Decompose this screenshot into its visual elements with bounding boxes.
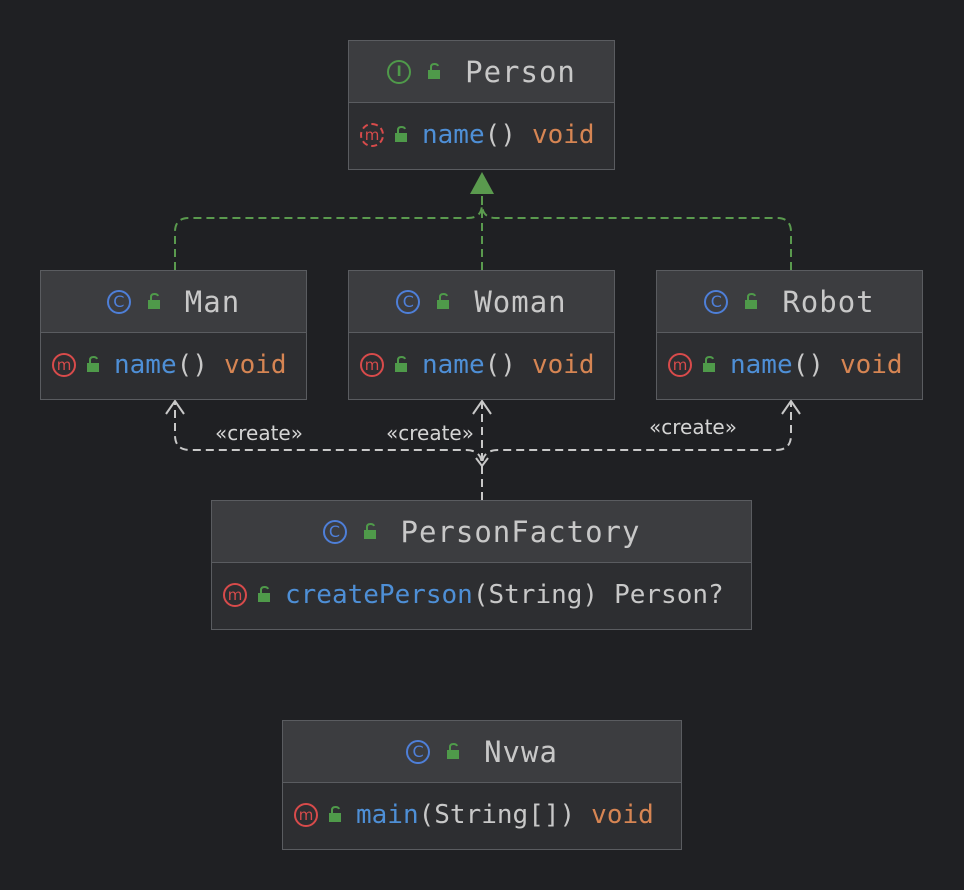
- class-icon: C: [704, 289, 729, 314]
- node-person-method-row[interactable]: m name() void: [349, 103, 614, 167]
- class-icon: C: [106, 289, 131, 314]
- node-nvwa-method-row[interactable]: m main(String[]) void: [283, 783, 681, 847]
- node-person-header: I Person: [349, 41, 614, 103]
- method-return-type: void: [839, 350, 903, 380]
- create-arrowhead-robot: [781, 399, 801, 415]
- node-personfactory-method-row[interactable]: m createPerson(String) Person?: [212, 563, 751, 627]
- method-params: (String[]): [418, 800, 576, 830]
- method-icon: m: [668, 353, 692, 377]
- method-return-type: void: [591, 800, 654, 830]
- method-icon: m: [360, 353, 384, 377]
- public-lock-icon: [444, 742, 464, 762]
- node-man[interactable]: C Man m name() void: [40, 270, 307, 400]
- realization-edge-man: [174, 196, 483, 270]
- public-lock-icon: [700, 355, 720, 375]
- method-name: name: [730, 350, 793, 380]
- abstract-method-icon: m: [360, 123, 384, 147]
- public-lock-icon: [145, 292, 165, 312]
- node-robot-method-row[interactable]: m name() void: [657, 333, 922, 397]
- method-return-type: void: [531, 350, 595, 380]
- node-woman-title: Woman: [474, 284, 567, 319]
- method-params: (): [484, 350, 516, 380]
- public-lock-icon: [742, 292, 762, 312]
- class-icon: C: [396, 289, 421, 314]
- node-robot-title: Robot: [782, 284, 875, 319]
- interface-icon: I: [387, 59, 412, 84]
- node-nvwa-header: C Nvwa: [283, 721, 681, 783]
- node-person-title: Person: [465, 54, 576, 89]
- node-woman-method-row[interactable]: m name() void: [349, 333, 614, 397]
- public-lock-icon: [392, 355, 412, 375]
- method-return-type: void: [531, 120, 595, 150]
- node-nvwa-title: Nvwa: [484, 734, 558, 769]
- public-lock-icon: [84, 355, 104, 375]
- create-edge-man: [174, 402, 483, 500]
- method-name: main: [356, 800, 419, 830]
- method-return-type: void: [223, 350, 287, 380]
- public-lock-icon: [255, 585, 275, 605]
- node-woman-header: C Woman: [349, 271, 614, 333]
- node-personfactory-header: C PersonFactory: [212, 501, 751, 563]
- class-icon: C: [322, 519, 347, 544]
- create-junction-arrow: [475, 457, 489, 468]
- node-robot-header: C Robot: [657, 271, 922, 333]
- public-lock-icon: [434, 292, 454, 312]
- method-icon: m: [52, 353, 76, 377]
- realization-arrowhead: [470, 172, 494, 194]
- method-name: name: [422, 120, 485, 150]
- node-robot[interactable]: C Robot m name() void: [656, 270, 923, 400]
- node-personfactory-title: PersonFactory: [400, 514, 641, 549]
- public-lock-icon: [361, 522, 381, 542]
- node-man-header: C Man: [41, 271, 306, 333]
- method-name: name: [114, 350, 177, 380]
- public-lock-icon: [392, 125, 412, 145]
- method-name: name: [422, 350, 485, 380]
- node-personfactory[interactable]: C PersonFactory m createPerson(String) Pe…: [211, 500, 752, 630]
- method-name: createPerson: [285, 580, 473, 610]
- method-return-type: Person?: [614, 580, 724, 610]
- node-man-title: Man: [184, 284, 241, 319]
- create-edge-robot: [481, 402, 792, 500]
- node-person[interactable]: I Person m name() void: [348, 40, 615, 170]
- method-params: (String): [472, 580, 599, 610]
- method-icon: m: [294, 803, 318, 827]
- create-label-woman: «create»: [386, 421, 474, 445]
- public-lock-icon: [326, 805, 346, 825]
- realization-edge-robot: [481, 196, 792, 270]
- create-label-robot: «create»: [649, 415, 737, 439]
- node-woman[interactable]: C Woman m name() void: [348, 270, 615, 400]
- method-params: (): [484, 120, 516, 150]
- create-label-man: «create»: [215, 421, 303, 445]
- method-params: (): [792, 350, 824, 380]
- method-params: (): [176, 350, 208, 380]
- public-lock-icon: [425, 62, 445, 82]
- create-arrowhead-woman: [472, 399, 492, 415]
- node-nvwa[interactable]: C Nvwa m main(String[]) void: [282, 720, 682, 850]
- node-man-method-row[interactable]: m name() void: [41, 333, 306, 397]
- method-icon: m: [223, 583, 247, 607]
- class-icon: C: [406, 739, 431, 764]
- create-arrowhead-man: [165, 399, 185, 415]
